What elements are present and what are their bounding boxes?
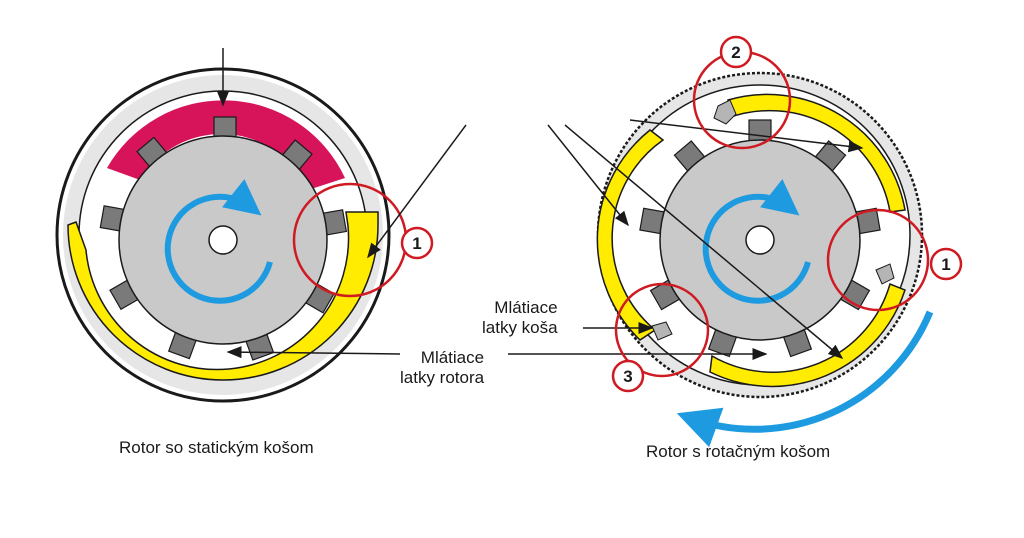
right-rotation-arrow xyxy=(702,179,811,304)
right-marker-1-ring xyxy=(826,208,930,312)
right-basket-rotation-arrow xyxy=(676,310,934,448)
left-diagram: 1 xyxy=(55,48,467,403)
left-concave-leader xyxy=(367,124,467,259)
grain-left xyxy=(651,321,673,341)
left-marker-number: 1 xyxy=(412,234,421,253)
right-diagram: 2 1 3 xyxy=(508,35,963,448)
caption-rotating-basket: Rotor s rotačným košom xyxy=(646,442,831,461)
right-leader-left xyxy=(547,124,629,227)
left-crimson-segment xyxy=(107,100,345,190)
right-leader-bottom xyxy=(564,124,844,359)
grain-top xyxy=(713,99,737,125)
right-marker-3-number: 3 xyxy=(623,367,632,386)
right-marker-1-badge xyxy=(929,247,963,281)
right-marker-1-number: 1 xyxy=(941,255,950,274)
right-marker-2-badge xyxy=(719,35,753,69)
left-rotor-bar-leader xyxy=(226,346,401,359)
label-rotor-bars-line1: Mlátiace xyxy=(420,348,485,367)
left-rotor xyxy=(99,116,348,361)
right-marker-3-ring xyxy=(614,282,710,378)
label-basket-bars: Mlátiace latky koša xyxy=(482,298,558,338)
label-rotor-bars: Mlátiace latky rotora xyxy=(400,348,484,388)
left-rotation-arrow xyxy=(164,179,273,304)
right-leader-top xyxy=(629,119,864,153)
right-yellow-lower xyxy=(709,282,906,388)
label-basket-bars-line2: latky koša xyxy=(482,318,558,337)
grain-right xyxy=(875,263,895,285)
right-marker-2-number: 2 xyxy=(731,43,740,62)
right-marker-3-badge xyxy=(611,359,645,393)
caption-static-basket: Rotor so statickým košom xyxy=(119,438,314,457)
left-yellow-concave xyxy=(67,211,379,381)
left-marker-badge xyxy=(400,226,434,260)
label-basket-bars-line1: Mlátiace xyxy=(494,298,558,317)
label-rotor-bars-line2: latky rotora xyxy=(400,368,485,387)
